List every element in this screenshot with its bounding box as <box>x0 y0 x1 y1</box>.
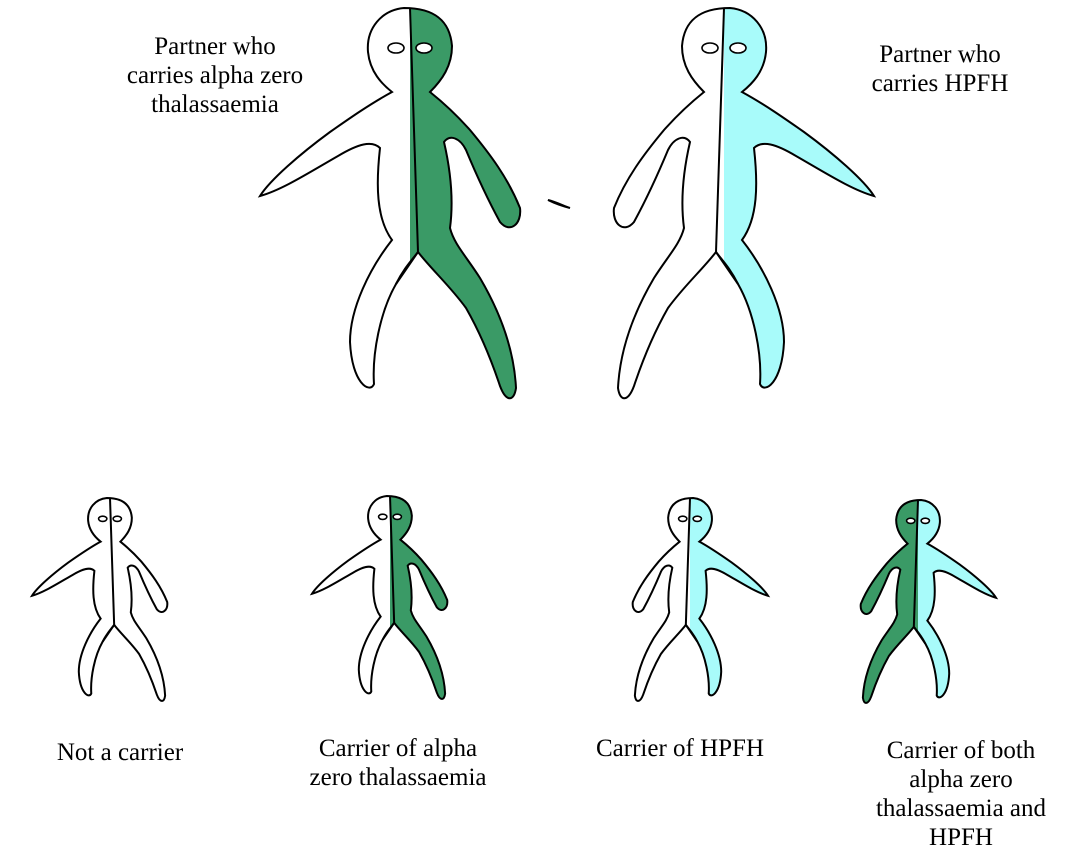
label-line: zero thalassaemia <box>268 763 528 792</box>
label-line: alpha zero <box>846 765 1076 794</box>
label-line: Partner who <box>840 40 1040 69</box>
left-eye <box>730 43 746 53</box>
label-child-hpfh-carrier: Carrier of HPFH <box>560 734 800 763</box>
clasped-hands <box>548 200 570 208</box>
right-eye <box>907 518 915 523</box>
label-line: thalassaemia <box>100 90 330 119</box>
label-child-both-carrier: Carrier of both alpha zero thalassaemia … <box>846 736 1076 852</box>
child-not-carrier-figure <box>32 498 167 701</box>
child-alpha-zero-carrier-figure <box>312 496 447 699</box>
label-line: Carrier of HPFH <box>560 734 800 763</box>
left-eye <box>693 516 701 521</box>
right-eye <box>416 43 432 53</box>
right-eye <box>679 516 687 521</box>
left-eye <box>921 518 929 523</box>
label-line: Not a carrier <box>10 738 230 767</box>
parent-hpfh-figure <box>614 8 874 398</box>
right-eye <box>393 514 401 519</box>
label-line: HPFH <box>846 823 1076 852</box>
left-eye <box>388 43 404 53</box>
label-parent-hpfh: Partner who carries HPFH <box>840 40 1040 98</box>
child-both-carrier-figure <box>861 500 996 703</box>
child-hpfh-carrier-figure <box>633 498 768 701</box>
label-line: thalassaemia and <box>846 794 1076 823</box>
label-child-alpha-zero-carrier: Carrier of alpha zero thalassaemia <box>268 734 528 792</box>
label-line: carries alpha zero <box>100 61 330 90</box>
label-line: carries HPFH <box>840 69 1040 98</box>
left-eye <box>99 516 107 521</box>
label-line: Partner who <box>100 32 330 61</box>
label-child-not-carrier: Not a carrier <box>10 738 230 767</box>
right-eye <box>113 516 121 521</box>
right-eye <box>702 43 718 53</box>
label-line: Carrier of alpha <box>268 734 528 763</box>
label-parent-alpha-zero: Partner who carries alpha zero thalassae… <box>100 32 330 119</box>
label-line: Carrier of both <box>846 736 1076 765</box>
left-eye <box>379 514 387 519</box>
